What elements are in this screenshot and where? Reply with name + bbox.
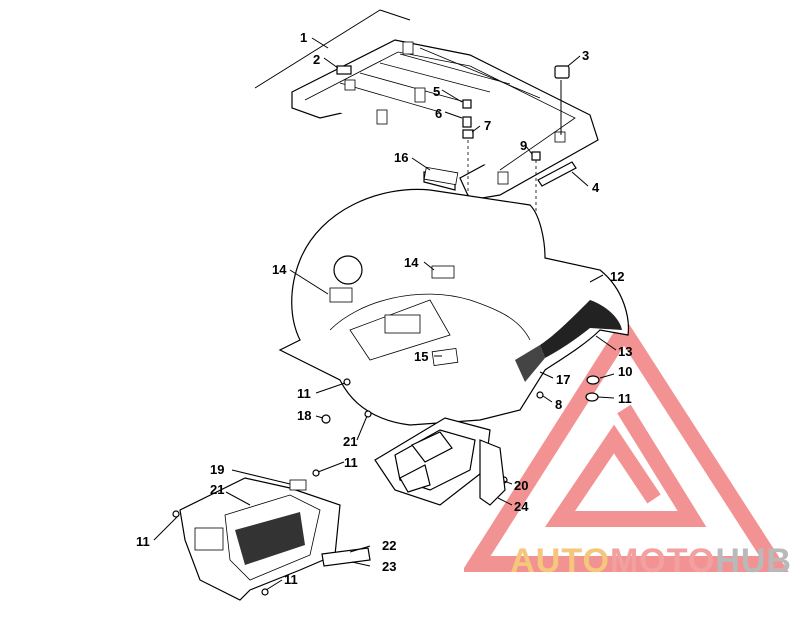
callout-20: 20	[514, 478, 528, 493]
callout-9: 9	[520, 138, 527, 153]
callout-10: 10	[618, 364, 632, 379]
callout-21-mid: 21	[343, 434, 357, 449]
callout-21-left: 21	[210, 482, 224, 497]
watermark-auto: AUTO	[510, 542, 610, 580]
callout-12: 12	[610, 269, 624, 284]
footwell-left	[179, 477, 371, 601]
rear-rack	[254, 9, 599, 201]
callout-4: 4	[592, 180, 600, 195]
callout-11-side: 11	[297, 386, 311, 401]
watermark-hub: HUB	[715, 542, 792, 580]
callout-14-center: 14	[404, 255, 419, 270]
callout-19: 19	[210, 462, 224, 477]
callout-14-left: 14	[272, 262, 287, 277]
automotohub-logo	[464, 319, 789, 572]
rear-fender	[278, 166, 629, 426]
watermark-moto: MOTO	[609, 542, 716, 580]
watermark-text: AUTOMOTOHUB	[510, 542, 792, 581]
leader-lines	[153, 37, 617, 591]
callout-18: 18	[297, 408, 311, 423]
callout-11-mid: 11	[344, 455, 358, 470]
callout-8: 8	[555, 397, 562, 412]
footwell-right	[374, 417, 506, 506]
callout-11-fender: 11	[618, 391, 632, 406]
callout-11-left: 11	[136, 534, 150, 549]
callout-11-bottom: 11	[284, 572, 298, 587]
callout-2: 2	[313, 52, 320, 67]
callout-17: 17	[556, 372, 570, 387]
callout-15: 15	[414, 349, 428, 364]
callout-13: 13	[618, 344, 632, 359]
callout-3: 3	[582, 48, 589, 63]
callout-5: 5	[433, 84, 440, 99]
callout-labels: 1 2 3 4 5 6 7 8 9 10 11 11 11 11 11 12 1…	[136, 30, 632, 587]
callout-16: 16	[394, 150, 408, 165]
callout-6: 6	[435, 106, 442, 121]
callout-1: 1	[300, 30, 307, 45]
callout-22: 22	[382, 538, 396, 553]
callout-24: 24	[514, 499, 529, 514]
callout-7: 7	[484, 118, 491, 133]
callout-23: 23	[382, 559, 396, 574]
